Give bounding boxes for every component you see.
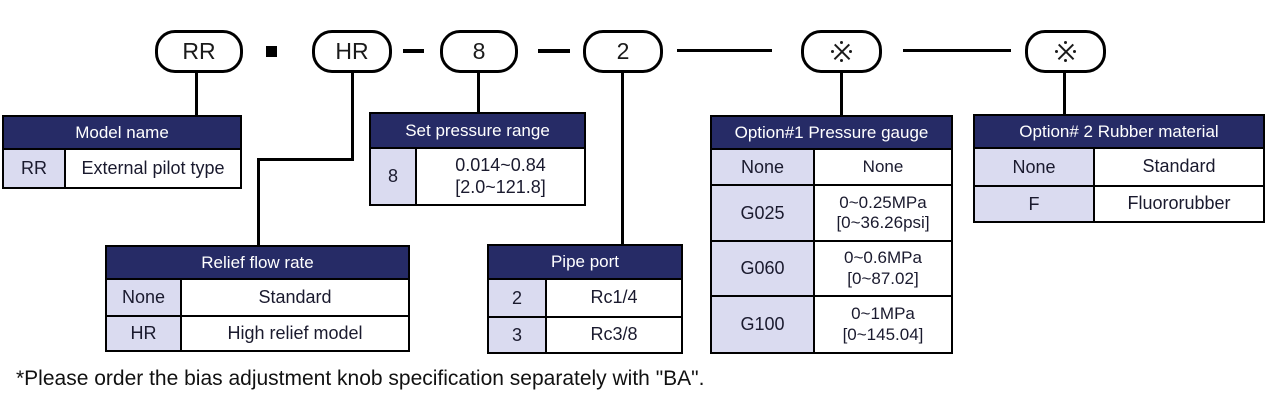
code-segment-pressure-label: 8	[472, 38, 486, 64]
footnote-text: *Please order the bias adjustment knob s…	[16, 367, 705, 390]
connector-line-relief	[257, 158, 354, 161]
connector-line-relief	[257, 158, 260, 246]
table-row: G100 0~1MPa [0~145.04]	[712, 295, 951, 352]
square-dot-separator	[266, 46, 277, 57]
code-cell: 8	[371, 149, 417, 204]
relief-flow-rate-table: Relief flow rate None Standard HR High r…	[105, 245, 410, 352]
connector-line-option1	[840, 72, 843, 116]
code-segment-option2	[1025, 30, 1106, 73]
description-cell: Standard	[1095, 149, 1263, 185]
description-cell: 0~0.6MPa [0~87.02]	[815, 242, 951, 295]
table-title: Relief flow rate	[107, 247, 408, 280]
code-cell: G025	[712, 186, 815, 240]
dash-separator	[677, 49, 772, 52]
description-cell: High relief model	[182, 317, 408, 350]
code-segment-pressure: 8	[440, 30, 518, 73]
table-title: Model name	[4, 117, 240, 150]
dash-separator	[538, 49, 570, 53]
table-row: RR External pilot type	[4, 150, 240, 187]
table-row: G060 0~0.6MPa [0~87.02]	[712, 240, 951, 295]
code-cell: G100	[712, 297, 815, 352]
option2-rubber-material-table: Option# 2 Rubber material None Standard …	[973, 114, 1265, 223]
table-title: Option# 2 Rubber material	[975, 116, 1263, 149]
table-row: 2 Rc1/4	[489, 280, 681, 316]
table-row: 3 Rc3/8	[489, 316, 681, 352]
connector-line-relief	[351, 72, 354, 161]
description-cell: Standard	[182, 280, 408, 315]
description-cell: None	[815, 150, 951, 184]
dash-separator	[903, 49, 1011, 52]
description-cell: 0~0.25MPa [0~36.26psi]	[815, 186, 951, 240]
code-segment-relief-label: HR	[335, 38, 369, 64]
connector-line-option2	[1063, 72, 1066, 115]
code-cell: RR	[4, 150, 66, 187]
description-cell: 0~1MPa [0~145.04]	[815, 297, 951, 352]
description-cell: External pilot type	[66, 150, 240, 187]
description-cell: 0.014~0.84 [2.0~121.8]	[417, 149, 584, 204]
model-name-table: Model name RR External pilot type	[2, 115, 242, 189]
table-row: G025 0~0.25MPa [0~36.26psi]	[712, 184, 951, 240]
table-title: Set pressure range	[371, 114, 584, 149]
table-row: F Fluororubber	[975, 185, 1263, 221]
connector-line-pressure	[477, 72, 480, 113]
code-cell: None	[107, 280, 182, 315]
option1-pressure-gauge-table: Option#1 Pressure gauge None None G025 0…	[710, 115, 953, 354]
table-title: Pipe port	[489, 246, 681, 280]
table-row: None None	[712, 150, 951, 184]
code-segment-pipe-label: 2	[616, 38, 630, 64]
table-row: None Standard	[107, 280, 408, 315]
code-segment-option1	[801, 30, 882, 73]
table-row: HR High relief model	[107, 315, 408, 350]
table-title: Option#1 Pressure gauge	[712, 117, 951, 150]
code-cell: None	[975, 149, 1095, 185]
code-segment-model: RR	[155, 30, 243, 73]
table-row: 8 0.014~0.84 [2.0~121.8]	[371, 149, 584, 204]
description-cell: Rc1/4	[547, 280, 681, 316]
code-cell: HR	[107, 317, 182, 350]
code-segment-relief: HR	[312, 30, 392, 73]
reference-mark-icon	[830, 40, 854, 64]
code-cell: 3	[489, 318, 547, 352]
set-pressure-range-table: Set pressure range 8 0.014~0.84 [2.0~121…	[369, 112, 586, 206]
code-segment-model-label: RR	[182, 38, 216, 64]
code-cell: None	[712, 150, 815, 184]
connector-line-model	[195, 72, 198, 116]
reference-mark-icon	[1054, 40, 1078, 64]
pipe-port-table: Pipe port 2 Rc1/4 3 Rc3/8	[487, 244, 683, 354]
description-cell: Fluororubber	[1095, 187, 1263, 221]
code-cell: 2	[489, 280, 547, 316]
dash-separator	[403, 49, 424, 53]
code-cell: F	[975, 187, 1095, 221]
description-cell: Rc3/8	[547, 318, 681, 352]
table-row: None Standard	[975, 149, 1263, 185]
code-cell: G060	[712, 242, 815, 295]
connector-line-pipe	[621, 72, 624, 245]
code-segment-pipe: 2	[583, 30, 663, 73]
